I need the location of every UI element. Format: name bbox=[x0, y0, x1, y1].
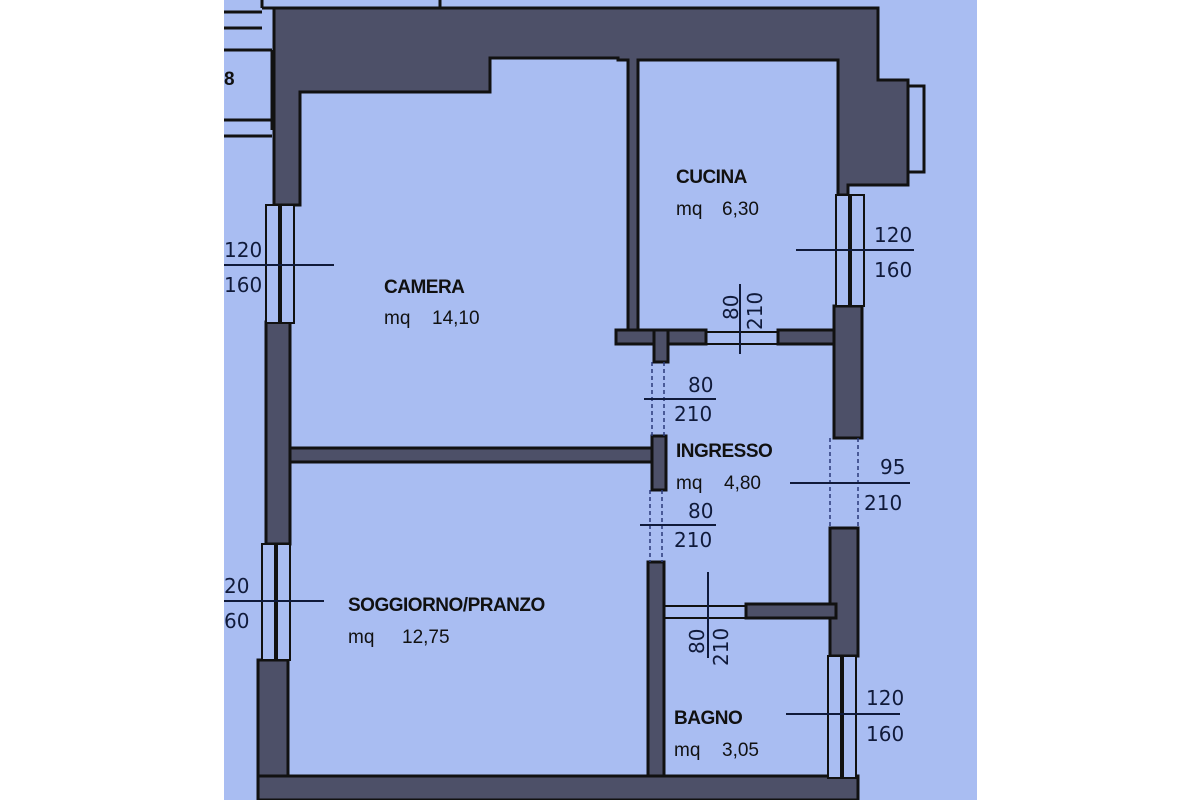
room-area-unit: mq bbox=[384, 308, 410, 329]
room-name: CUCINA bbox=[676, 167, 748, 188]
bagno-top-wall bbox=[744, 602, 838, 620]
opening-width: 80 bbox=[719, 295, 743, 320]
bagno-left-wall bbox=[646, 560, 666, 800]
room-area-value: 4,80 bbox=[724, 473, 761, 494]
opening-cucina-window: 120 160 bbox=[874, 223, 912, 282]
room-name: BAGNO bbox=[674, 708, 742, 729]
opening-entrance-door: 95 210 bbox=[864, 455, 905, 515]
dimension-lines bbox=[224, 249, 914, 715]
opening-height: 210 bbox=[864, 491, 902, 515]
room-area-value: 14,10 bbox=[432, 308, 480, 329]
opening-height: 160 bbox=[874, 258, 912, 282]
opening-width: 80 bbox=[688, 373, 713, 397]
floor-plan: 8 CAMERA mq bbox=[224, 0, 977, 800]
bottom-wall bbox=[256, 774, 860, 800]
room-soggiorno-pranzo: SOGGIORNO/PRANZO mq 12,75 bbox=[348, 595, 545, 648]
room-area-unit: mq bbox=[676, 473, 702, 494]
opening-width: 120 bbox=[866, 686, 904, 710]
right-wall-lower bbox=[828, 526, 860, 658]
opening-height: 160 bbox=[866, 722, 904, 746]
room-bagno: BAGNO mq 3,05 bbox=[674, 708, 759, 761]
edge-fragment-text: 8 bbox=[224, 69, 234, 90]
windows bbox=[261, 194, 865, 779]
opening-height: 210 bbox=[743, 292, 767, 330]
room-ingresso: INGRESSO mq 4,80 bbox=[676, 441, 773, 494]
room-camera: CAMERA mq 14,10 bbox=[384, 277, 480, 329]
opening-camera-door: 80 210 bbox=[674, 373, 713, 426]
opening-cucina-door: 80 210 bbox=[719, 292, 767, 330]
room-area-unit: mq bbox=[348, 627, 374, 648]
left-wall-middle bbox=[264, 320, 292, 546]
top-wall bbox=[262, 6, 910, 332]
room-cucina: CUCINA mq 6,30 bbox=[676, 167, 759, 220]
cucina-bottom-wall-right bbox=[776, 328, 840, 346]
opening-soggiorno-door: 80 210 bbox=[674, 499, 713, 552]
cucina-stub bbox=[652, 328, 670, 364]
opening-camera-window: 120 160 bbox=[224, 238, 262, 297]
room-area-unit: mq bbox=[674, 740, 700, 761]
opening-width: 80 bbox=[685, 629, 709, 654]
camera-soggiorno-partition bbox=[288, 446, 654, 464]
opening-width: 120 bbox=[874, 223, 912, 247]
room-area-value: 6,30 bbox=[722, 199, 759, 220]
opening-height: 210 bbox=[709, 628, 733, 666]
floor-plan-drawing: 8 CAMERA mq bbox=[224, 0, 926, 800]
opening-height: 60 bbox=[224, 609, 249, 633]
room-name: SOGGIORNO/PRANZO bbox=[348, 595, 545, 616]
left-fragment bbox=[224, 0, 926, 174]
room-name: CAMERA bbox=[384, 277, 465, 298]
opening-height: 160 bbox=[224, 273, 262, 297]
opening-bagno-door: 80 210 bbox=[685, 628, 733, 666]
right-wall-upper bbox=[832, 304, 864, 440]
opening-soggiorno-window: 20 60 bbox=[224, 574, 249, 633]
walls bbox=[256, 6, 910, 800]
opening-width: 20 bbox=[224, 574, 249, 598]
room-name: INGRESSO bbox=[676, 441, 772, 462]
room-area-value: 3,05 bbox=[722, 740, 759, 761]
opening-width: 80 bbox=[688, 499, 713, 523]
opening-width: 120 bbox=[224, 238, 262, 262]
opening-height: 210 bbox=[674, 402, 712, 426]
opening-width: 95 bbox=[880, 455, 905, 479]
opening-height: 210 bbox=[674, 528, 712, 552]
opening-bagno-window: 120 160 bbox=[866, 686, 904, 746]
door-thresholds bbox=[664, 331, 778, 619]
partition-end bbox=[650, 434, 668, 492]
room-area-unit: mq bbox=[676, 199, 702, 220]
room-area-value: 12,75 bbox=[402, 627, 450, 648]
